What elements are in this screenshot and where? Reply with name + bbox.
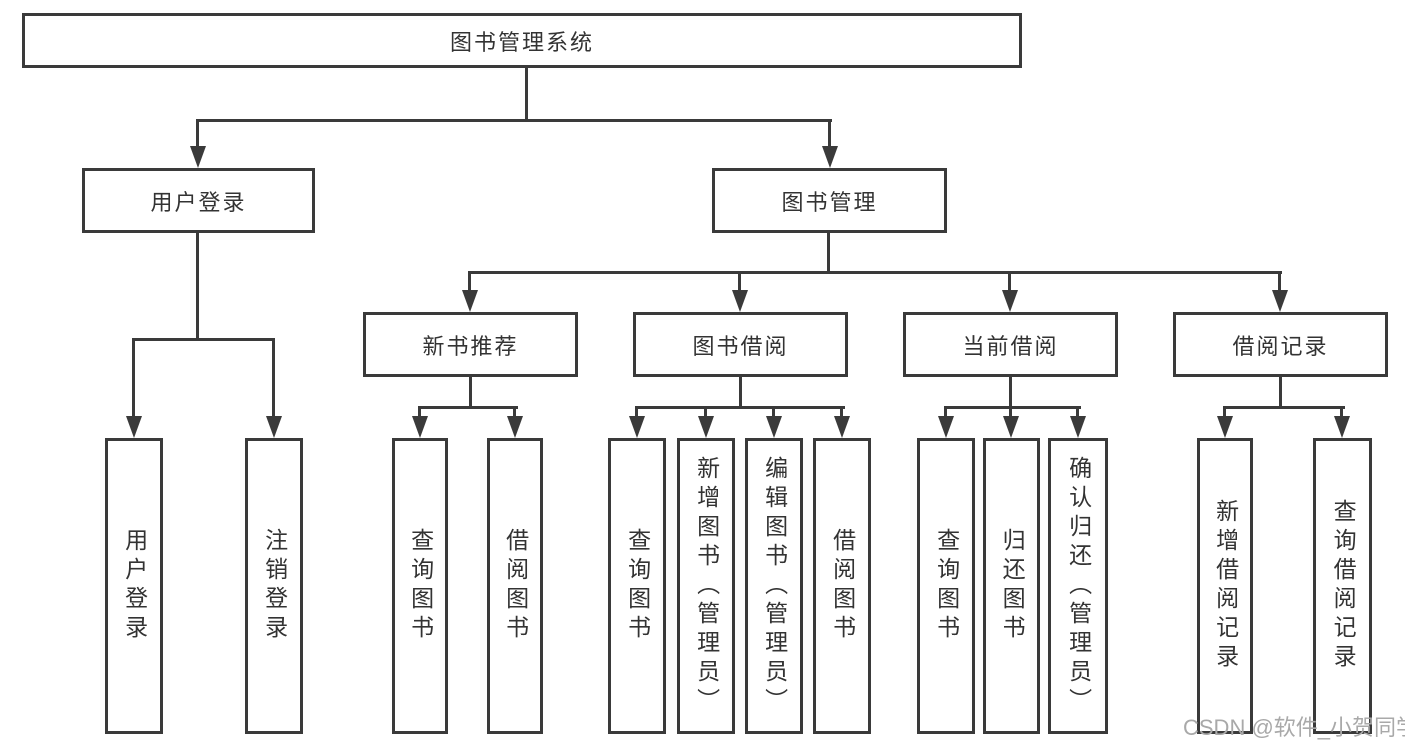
connector-line: [772, 406, 775, 420]
arrow-down-icon: [126, 416, 142, 438]
connector-line: [1279, 377, 1282, 408]
node-leaf-query-borrow-record: 查询借阅记录: [1313, 438, 1372, 734]
node-label: 图书管理系统: [449, 29, 594, 55]
connector-line: [196, 119, 832, 122]
connector-line: [738, 271, 741, 295]
node-leaf-confirm-return-admin: 确认归还（管理员）: [1048, 438, 1108, 734]
node-label: 新增借阅记录: [1212, 499, 1239, 673]
node-label: 查询图书: [933, 528, 960, 644]
connector-line: [1223, 406, 1345, 409]
arrow-down-icon: [1272, 290, 1288, 312]
connector-line: [827, 233, 830, 273]
node-leaf-query-books-borrowing: 查询图书: [608, 438, 666, 734]
arrow-down-icon: [732, 290, 748, 312]
node-label: 查询图书: [624, 528, 651, 644]
node-label: 查询借阅记录: [1330, 499, 1357, 673]
node-label: 查询图书: [407, 528, 434, 644]
connector-line: [468, 271, 1282, 274]
node-leaf-borrow-books: 借阅图书: [813, 438, 871, 734]
connector-line: [132, 338, 135, 420]
node-label: 借阅记录: [1232, 333, 1329, 359]
arrow-down-icon: [834, 416, 850, 438]
node-label: 确认归还（管理员）: [1065, 455, 1092, 717]
connector-line: [635, 406, 638, 420]
arrow-down-icon: [507, 416, 523, 438]
node-label: 新增图书（管理员）: [693, 455, 720, 717]
arrow-down-icon: [1217, 416, 1233, 438]
node-label: 用户登录: [150, 189, 247, 215]
connector-line: [1223, 406, 1226, 420]
connector-line: [468, 271, 471, 295]
node-label: 图书借阅: [692, 333, 789, 359]
connector-line: [944, 406, 947, 420]
node-leaf-logout: 注销登录: [245, 438, 303, 734]
connector-line: [1278, 271, 1281, 295]
connector-line: [196, 119, 199, 151]
connector-line: [828, 119, 831, 151]
arrow-down-icon: [938, 416, 954, 438]
connector-line: [1076, 406, 1079, 420]
connector-line: [418, 406, 518, 409]
connector-line: [1008, 271, 1011, 295]
arrow-down-icon: [1070, 416, 1086, 438]
node-label: 归还图书: [999, 528, 1026, 644]
arrow-down-icon: [190, 146, 206, 168]
node-label: 图书管理: [781, 189, 878, 215]
node-new-book-recommend: 新书推荐: [363, 312, 578, 377]
connector-line: [635, 406, 845, 409]
node-leaf-query-books-current: 查询图书: [917, 438, 975, 734]
node-leaf-edit-books-admin: 编辑图书（管理员）: [745, 438, 803, 734]
node-label: 借阅图书: [829, 528, 856, 644]
connector-line: [1009, 377, 1012, 408]
node-leaf-user-login: 用户登录: [105, 438, 163, 734]
node-root: 图书管理系统: [22, 13, 1022, 68]
node-leaf-add-borrow-record: 新增借阅记录: [1197, 438, 1253, 734]
connector-line: [840, 406, 843, 420]
arrow-down-icon: [1003, 416, 1019, 438]
node-leaf-borrow-books-recommend: 借阅图书: [487, 438, 543, 734]
node-leaf-query-books-recommend: 查询图书: [392, 438, 448, 734]
node-leaf-return-books: 归还图书: [983, 438, 1040, 734]
node-leaf-add-books-admin: 新增图书（管理员）: [677, 438, 735, 734]
connector-line: [513, 406, 516, 420]
connector-line: [1009, 406, 1012, 420]
connector-line: [525, 68, 528, 120]
node-book-borrowing: 图书借阅: [633, 312, 848, 377]
node-user-login: 用户登录: [82, 168, 315, 233]
node-label: 用户登录: [121, 528, 148, 644]
node-current-borrowing: 当前借阅: [903, 312, 1118, 377]
arrow-down-icon: [266, 416, 282, 438]
node-borrowing-records: 借阅记录: [1173, 312, 1388, 377]
node-label: 借阅图书: [502, 528, 529, 644]
arrow-down-icon: [629, 416, 645, 438]
connector-line: [739, 377, 742, 408]
connector-line: [418, 406, 421, 420]
arrow-down-icon: [766, 416, 782, 438]
node-label: 编辑图书（管理员）: [761, 455, 788, 717]
connector-line: [196, 233, 199, 340]
node-book-management: 图书管理: [712, 168, 947, 233]
connector-line: [944, 406, 1081, 409]
arrow-down-icon: [698, 416, 714, 438]
arrow-down-icon: [822, 146, 838, 168]
connector-line: [1340, 406, 1343, 420]
arrow-down-icon: [1002, 290, 1018, 312]
connector-line: [132, 338, 275, 341]
arrow-down-icon: [412, 416, 428, 438]
connector-line: [469, 377, 472, 408]
connector-line: [704, 406, 707, 420]
arrow-down-icon: [1334, 416, 1350, 438]
connector-line: [272, 338, 275, 420]
node-label: 当前借阅: [962, 333, 1059, 359]
node-label: 新书推荐: [422, 333, 519, 359]
node-label: 注销登录: [261, 528, 288, 644]
arrow-down-icon: [462, 290, 478, 312]
